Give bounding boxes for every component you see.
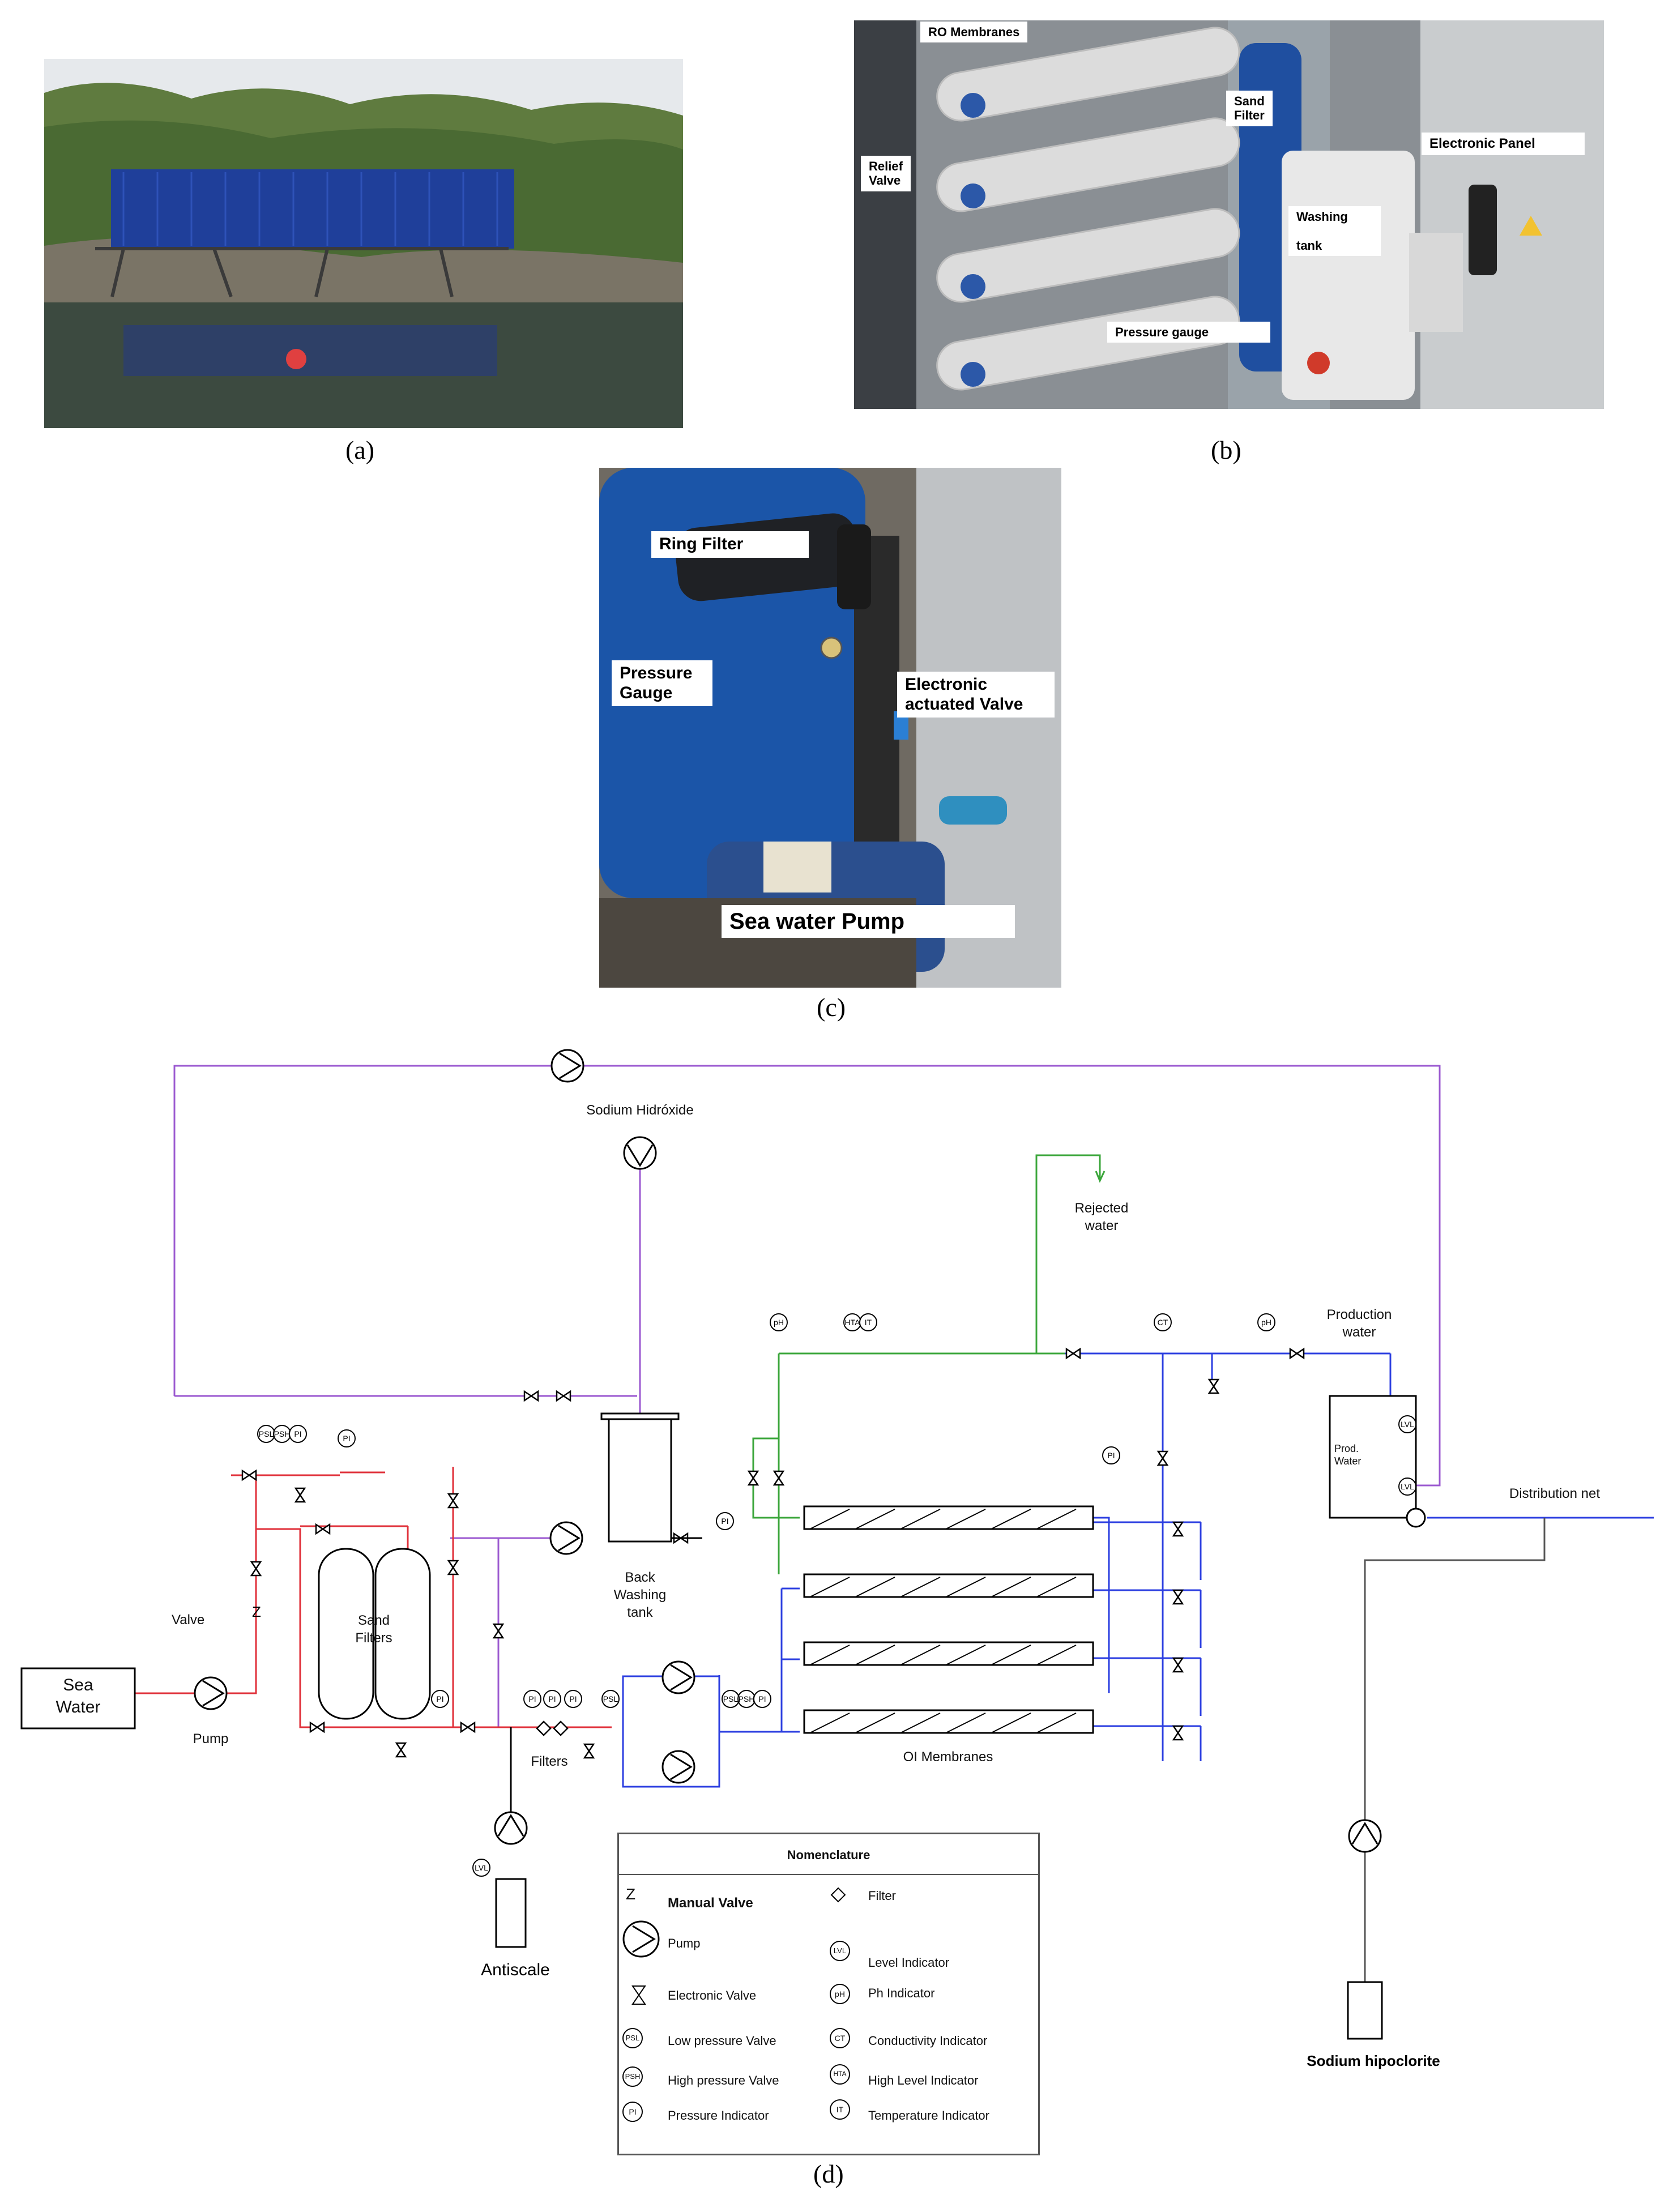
label-distribution-net: Distribution net: [1509, 1486, 1600, 1501]
electronic-valve-icon: [631, 1985, 646, 2005]
hypochlorite-pump-icon: [1348, 1819, 1382, 1853]
ct-indicator-icon: [830, 2028, 850, 2048]
nomenclature-it-symbol: IT: [836, 2105, 844, 2114]
it-tag: IT: [865, 1318, 872, 1327]
nomenclature-manual-valve: Manual Valve: [668, 1895, 753, 1911]
hta-indicator-icon: [830, 2064, 850, 2085]
pi-tag: PI: [569, 1694, 577, 1703]
nomenclature-psl-symbol: PSL: [625, 2034, 640, 2042]
label-prod-water-tank: Prod. Water: [1334, 1443, 1362, 1467]
nomenclature-pump: Pump: [668, 1936, 701, 1950]
pump-icon: [622, 1920, 660, 1958]
label-relief-valve: Relief Valve: [861, 156, 911, 191]
pi-tag: PI: [436, 1694, 443, 1703]
label-valve: Valve: [172, 1612, 204, 1628]
pi-tag: PI: [721, 1517, 728, 1526]
high-pressure-pump-1-icon: [661, 1660, 695, 1694]
label-ring-filter: Ring Filter: [651, 531, 809, 558]
photo-container-plant: [44, 59, 683, 428]
pi-tag: PI: [1107, 1451, 1115, 1460]
process-flow-diagram: Z: [20, 1049, 1654, 2069]
caption-c: (c): [817, 993, 846, 1022]
label-sand-filters: Sand Filters: [355, 1613, 392, 1646]
sodium-hydroxide-pump-icon: [623, 1136, 657, 1170]
nomenclature-ph-symbol: pH: [835, 1989, 845, 1999]
it-indicator-icon: [830, 2099, 850, 2120]
nomenclature-high-level-indicator: High Level Indicator: [868, 2073, 979, 2087]
photo-filter-pump: [599, 468, 1061, 988]
lvl-tag: LVL: [475, 1863, 488, 1872]
nomenclature-hta-symbol: HTA: [833, 2070, 847, 2078]
psh-indicator-icon: [622, 2066, 643, 2087]
label-sand-filter: Sand Filter: [1226, 91, 1273, 126]
nomenclature-level-indicator: Level Indicator: [868, 1955, 950, 1970]
nomenclature-legend: Nomenclature Z Manual Valve Filter Pump …: [617, 1833, 1040, 2155]
label-back-washing-tank-text: Back Washing tank: [600, 1569, 680, 1622]
svg-text:Z: Z: [252, 1603, 261, 1620]
nomenclature-pressure-indicator: Pressure Indicator: [668, 2108, 769, 2123]
label-filters: Filters: [531, 1754, 567, 1769]
label-pressure-gauge: Pressure gauge: [1107, 322, 1270, 343]
label-production-water: Production water: [1326, 1307, 1392, 1340]
photo-container-interior: [854, 20, 1604, 409]
nomenclature-divider: [619, 1874, 1038, 1875]
nomenclature-manual-valve-symbol: Z: [626, 1885, 636, 1903]
psh-tag: PSH: [739, 1694, 755, 1703]
psl-tag: PSL: [723, 1694, 739, 1703]
filter-icon: [830, 1887, 846, 1903]
nomenclature-high-pressure-valve: High pressure Valve: [668, 2073, 779, 2087]
label-electronic-actuated-valve: Electronic actuated Valve: [897, 672, 1055, 718]
hta-tag: HTA: [845, 1318, 861, 1327]
nomenclature-title: Nomenclature: [787, 1848, 870, 1862]
label-electronic-panel: Electronic Panel: [1422, 133, 1585, 155]
label-oi-membranes: OI Membranes: [903, 1749, 993, 1765]
psl-indicator-icon: [622, 2028, 643, 2048]
nomenclature-filter: Filter: [868, 1889, 896, 1903]
pi-tag: PI: [548, 1694, 556, 1703]
label-sodium-hipoclorite: Sodium hipoclorite: [1307, 2052, 1440, 2069]
pi-tag: PI: [528, 1694, 536, 1703]
ph-indicator-icon: [830, 1984, 850, 2004]
pi-indicator-icon: [622, 2102, 643, 2122]
label-sea-water-pump: Sea water Pump: [722, 905, 1015, 938]
high-pressure-pump-2-icon: [661, 1750, 695, 1784]
psl-tag: PSL: [603, 1694, 618, 1703]
pi-tag: PI: [343, 1434, 350, 1443]
ph-tag: pH: [1261, 1318, 1271, 1327]
label-pressure-gauge-c: Pressure Gauge: [612, 660, 712, 706]
lvl-tag: LVL: [1401, 1482, 1414, 1491]
nomenclature-ph-indicator: Ph Indicator: [868, 1986, 935, 2000]
nomenclature-electronic-valve: Electronic Valve: [668, 1988, 757, 2002]
antiscale-pump-icon: [494, 1811, 528, 1845]
pi-tag: PI: [758, 1694, 766, 1703]
nomenclature-lvl-symbol: LVL: [833, 1946, 847, 1955]
nomenclature-pi-symbol: PI: [629, 2107, 637, 2116]
nomenclature-conductivity-indicator: Conductivity Indicator: [868, 2034, 988, 2048]
label-ro-membranes: RO Membranes: [920, 22, 1028, 43]
nomenclature-temperature-indicator: Temperature Indicator: [868, 2108, 989, 2123]
seawater-pump-icon: [194, 1676, 228, 1710]
backwash-pump-icon: [549, 1521, 583, 1555]
nomenclature-ct-symbol: CT: [834, 2034, 846, 2043]
caption-d: (d): [813, 2159, 844, 2188]
label-antiscale: Antiscale: [481, 1961, 550, 1979]
recirculation-pump-icon: [550, 1049, 584, 1083]
ph-tag: pH: [774, 1318, 784, 1327]
nomenclature-low-pressure-valve: Low pressure Valve: [668, 2034, 776, 2048]
label-washing-tank: Washing tank: [1288, 206, 1381, 256]
psl-tag: PSL: [259, 1429, 274, 1438]
label-sea-water: Sea Water: [56, 1676, 101, 1716]
psh-tag: PSH: [274, 1429, 291, 1438]
lvl-tag: LVL: [1401, 1420, 1414, 1429]
nomenclature-psh-symbol: PSH: [625, 2072, 641, 2081]
label-pump: Pump: [193, 1731, 229, 1746]
caption-a: (a): [345, 435, 375, 464]
label-sodium-hydroxide: Sodium Hidróxide: [586, 1103, 693, 1118]
lvl-indicator-icon: [830, 1941, 850, 1961]
label-rejected-water: Rejected water: [1074, 1201, 1129, 1234]
pi-tag: PI: [294, 1429, 301, 1438]
ct-tag: CT: [1158, 1318, 1168, 1327]
caption-b: (b): [1211, 435, 1241, 464]
